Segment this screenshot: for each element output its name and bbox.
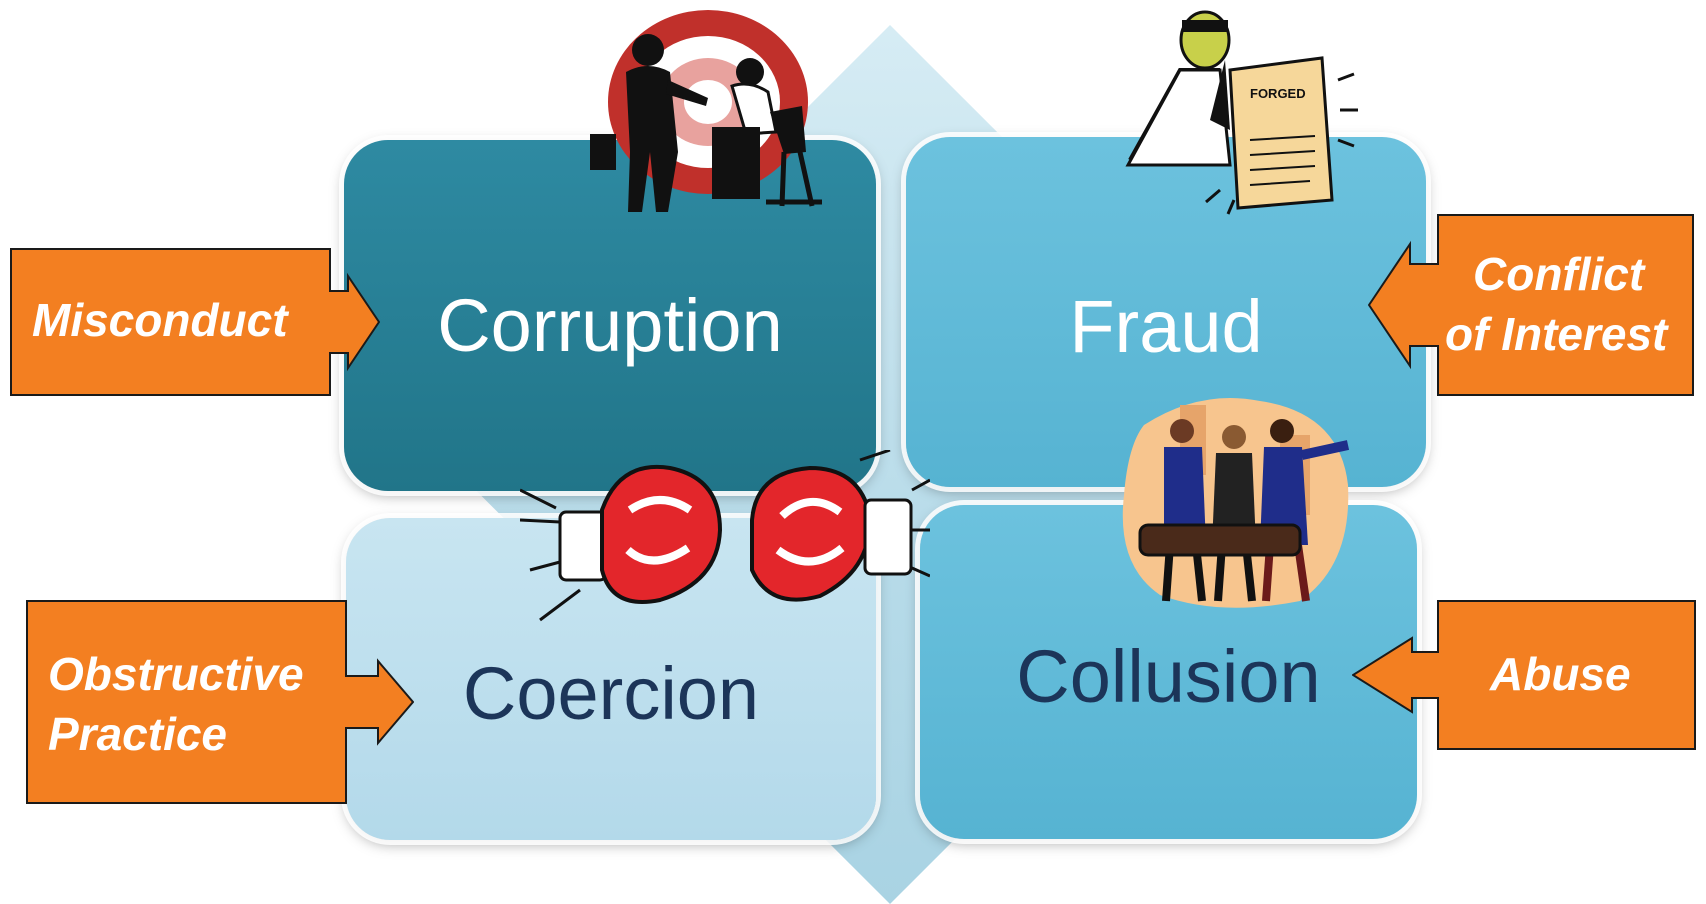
conflict-arrow-shape	[1368, 214, 1694, 396]
obstructive-label-line1: Obstructive	[48, 648, 304, 700]
collusion-label: Collusion	[1016, 635, 1321, 718]
obstructive-practice-callout: Obstructive Practice	[26, 600, 414, 804]
coercion-label: Coercion	[462, 652, 760, 735]
abuse-callout: Abuse	[1352, 600, 1696, 750]
misconduct-label: Misconduct	[32, 294, 288, 346]
conflict-of-interest-callout: Conflict of Interest	[1368, 214, 1694, 396]
misconduct-arrow-shape	[10, 248, 380, 396]
obstructive-label-line2: Practice	[48, 708, 228, 760]
business-people-icon	[1122, 398, 1350, 608]
forged-cv-clipart-icon: FORGED	[1125, 10, 1358, 215]
fraud-quadrant: Fraud	[906, 137, 1426, 487]
abuse-label: Abuse	[1490, 648, 1631, 700]
misconduct-callout: Misconduct	[10, 248, 380, 396]
abuse-arrow-shape	[1352, 600, 1696, 750]
bribery-clipart-icon	[590, 10, 822, 212]
obstructive-arrow-shape	[26, 600, 414, 804]
corruption-quadrant: Corruption	[344, 140, 876, 491]
corruption-label: Corruption	[437, 283, 783, 367]
fraud-label: Fraud	[1069, 285, 1263, 368]
conflict-label-line1: Conflict	[1473, 248, 1645, 300]
conflict-label-line2: of Interest	[1445, 308, 1668, 360]
boxing-gloves-icon	[520, 450, 930, 622]
forged-text: FORGED	[1250, 86, 1306, 101]
